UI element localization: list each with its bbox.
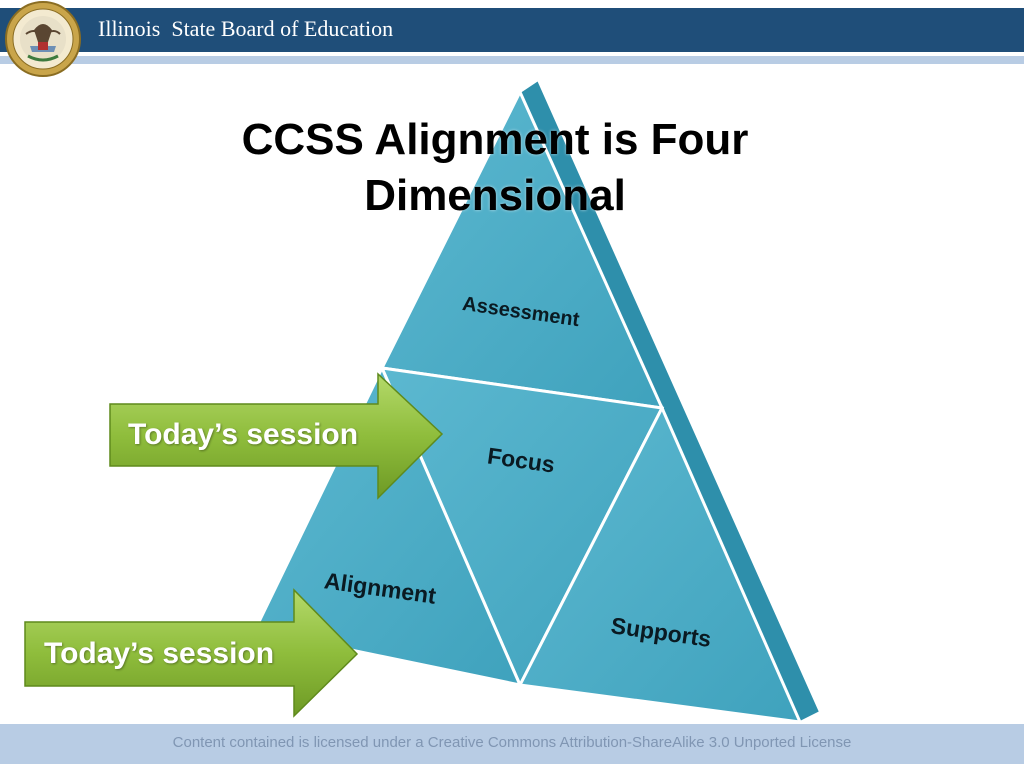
header-bar: Illinois State Board of Education bbox=[0, 0, 1024, 77]
pyramid-face-supports bbox=[517, 404, 803, 724]
arrow-label-1: Today’s session bbox=[128, 418, 359, 451]
today-session-arrow-1 bbox=[109, 372, 444, 500]
today-session-arrow-2 bbox=[24, 588, 359, 718]
illinois-seal-icon bbox=[5, 1, 81, 77]
pyramid-face-alignment bbox=[252, 364, 523, 688]
header-accent-strip bbox=[0, 56, 1024, 64]
header-band bbox=[0, 8, 1024, 52]
arrow-label-2: Today’s session bbox=[44, 637, 275, 670]
footer-bar: Content contained is licensed under a Cr… bbox=[0, 724, 1024, 764]
license-text: Content contained is licensed under a Cr… bbox=[172, 734, 852, 751]
header-title: Illinois State Board of Education bbox=[98, 16, 394, 41]
slide-title: CCSS Alignment is Four Dimensional bbox=[241, 115, 749, 220]
